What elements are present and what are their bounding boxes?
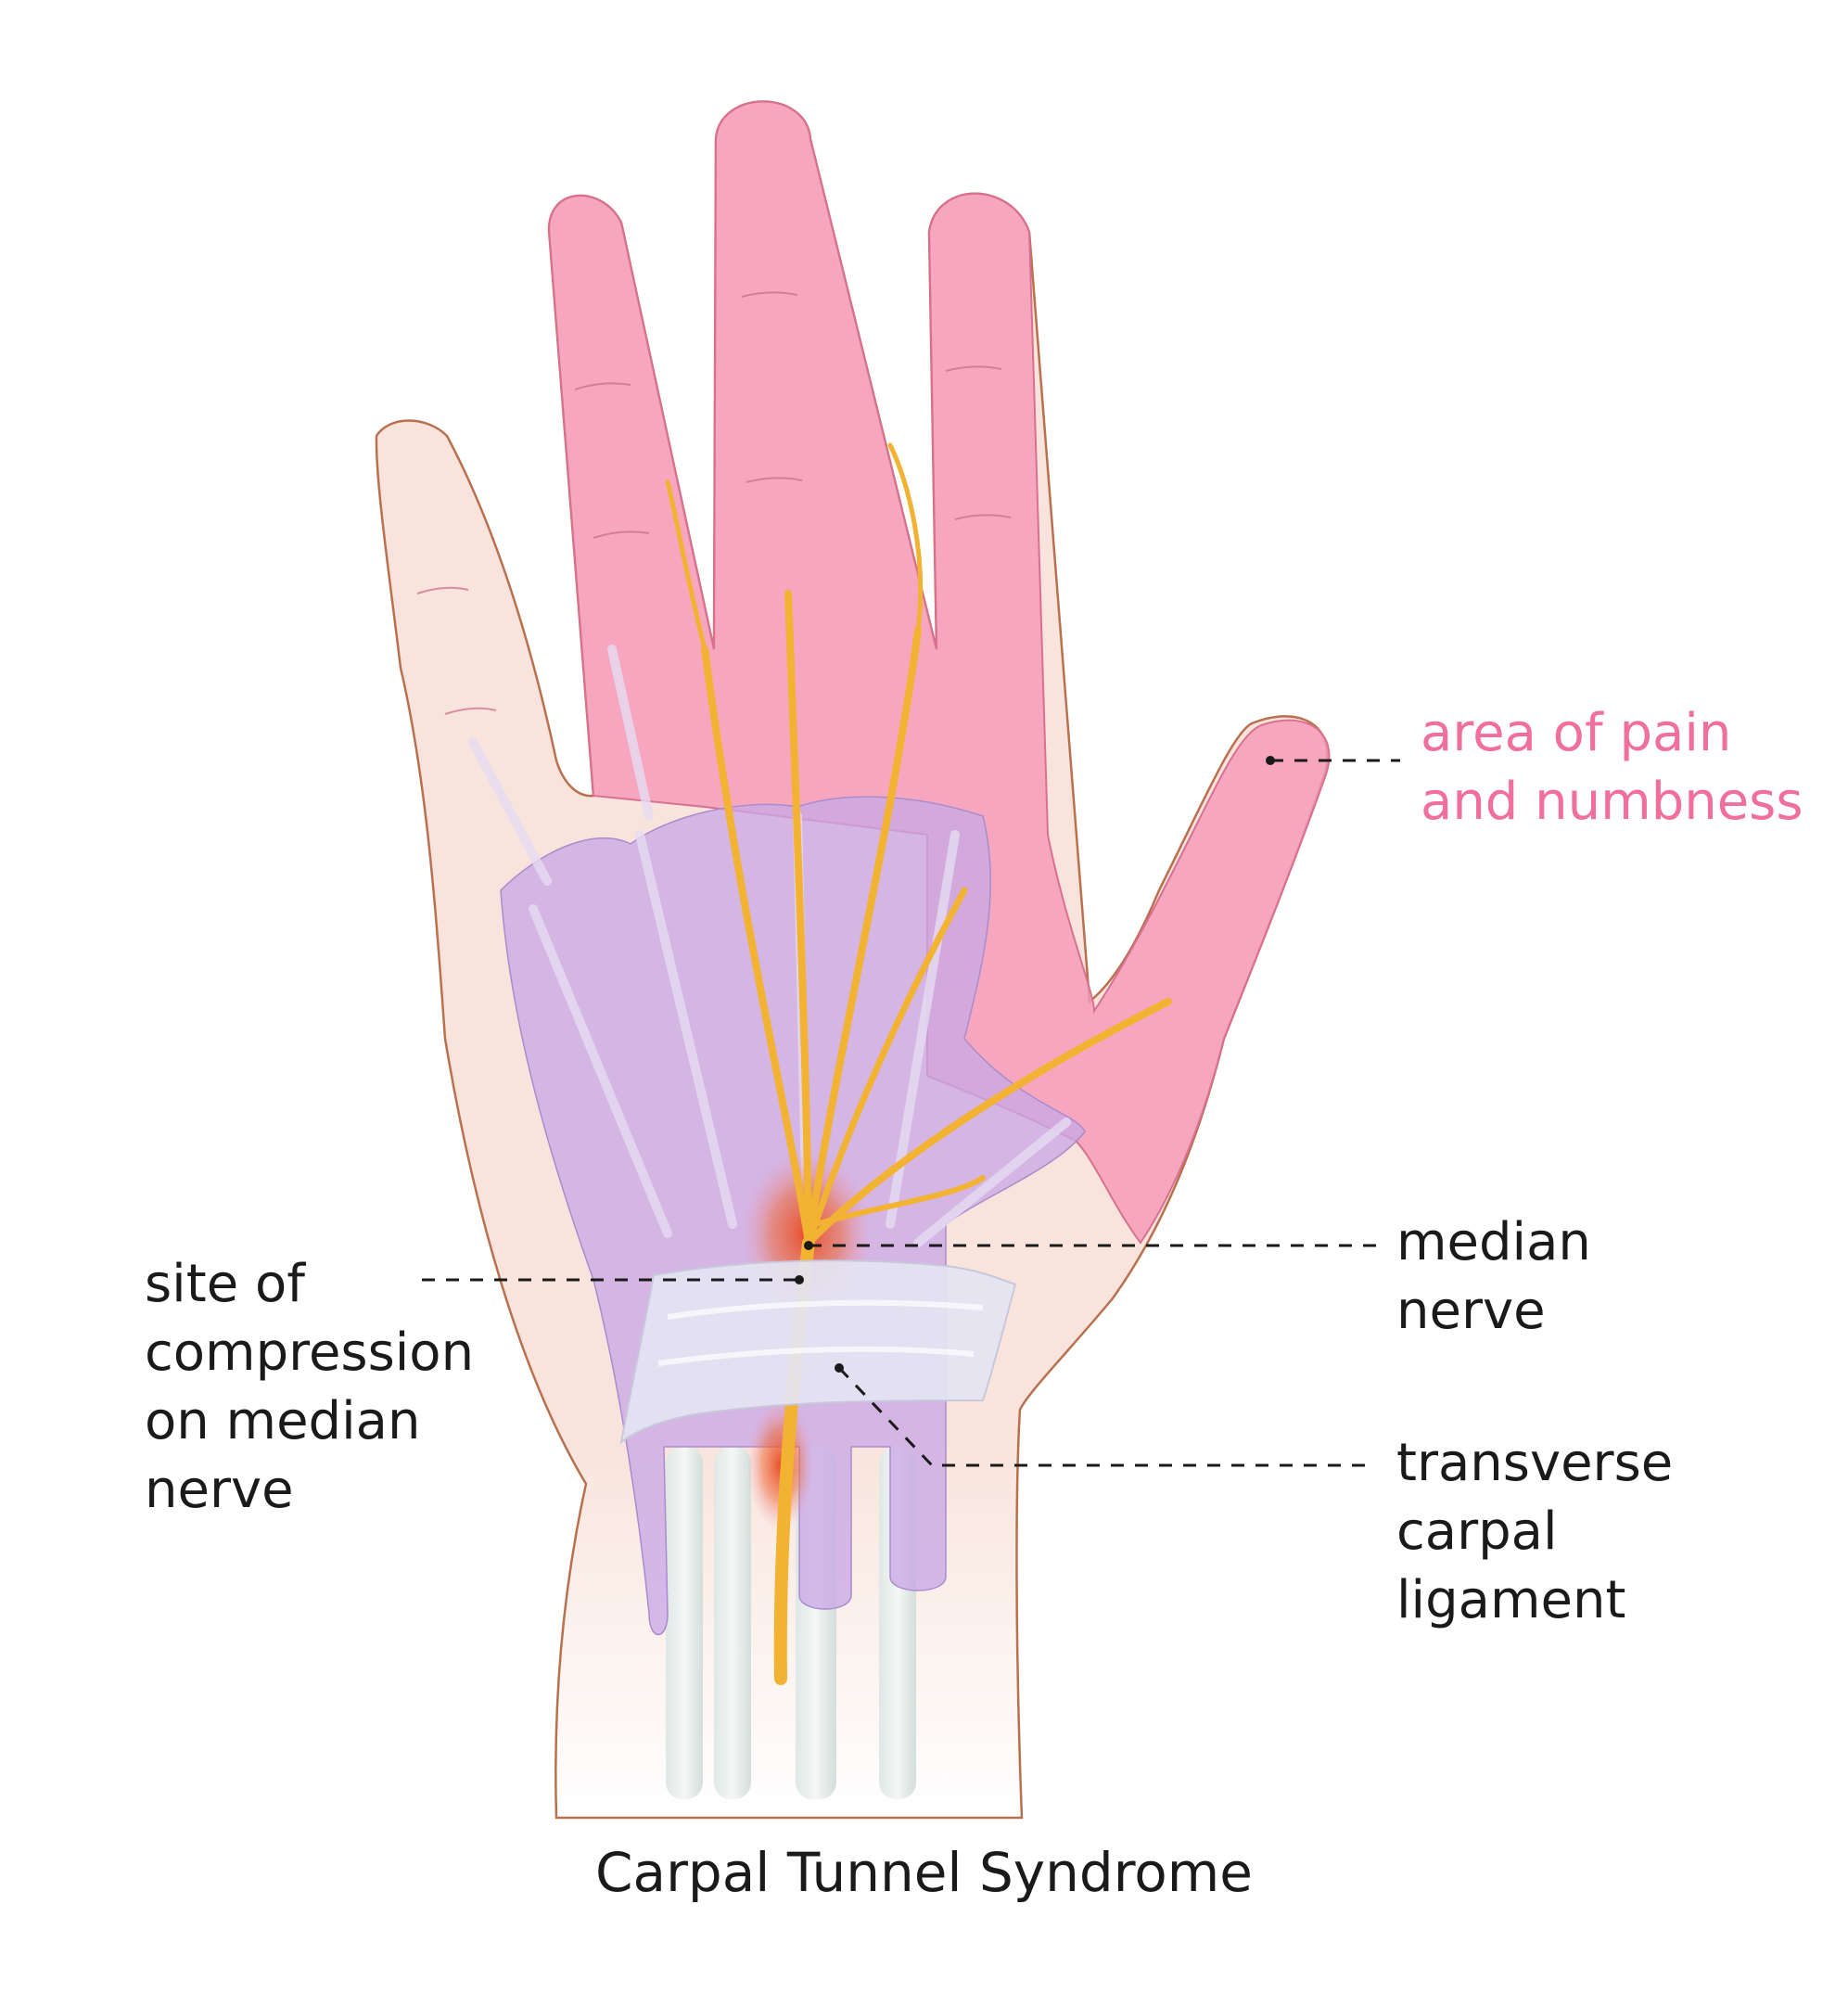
compression-site-label: site of compression on median nerve [145, 1250, 474, 1525]
median-nerve-label-line-2: nerve [1396, 1281, 1546, 1341]
forearm-tendons [666, 1447, 916, 1799]
pain-area-label: area of pain and numbness [1421, 699, 1803, 837]
leader-dots [795, 756, 1275, 1373]
ligament-label-line-1: transverse [1396, 1433, 1674, 1493]
compression-site-label-line-1: site of [145, 1254, 305, 1314]
ligament-texture [657, 1299, 984, 1366]
pain-area-label-line-1: area of pain [1421, 703, 1732, 763]
leader-lines [422, 759, 1400, 1467]
compression-site-label-line-2: compression [145, 1322, 475, 1383]
finger-creases [416, 291, 1012, 715]
median-nerve-label: median nerve [1396, 1208, 1591, 1346]
ligament-label-line-2: carpal [1396, 1501, 1558, 1562]
compression-site-label-line-3: on median [145, 1391, 421, 1451]
pain-area-label-line-2: and numbness [1421, 772, 1803, 832]
ligament-label-line-3: ligament [1396, 1570, 1626, 1630]
median-nerve-label-line-1: median [1396, 1212, 1591, 1272]
compression-site-label-line-4: nerve [145, 1460, 294, 1520]
pain-area [547, 100, 1331, 1245]
ligament-label: transverse carpal ligament [1396, 1429, 1673, 1635]
diagram-caption: Carpal Tunnel Syndrome [595, 1841, 1253, 1904]
